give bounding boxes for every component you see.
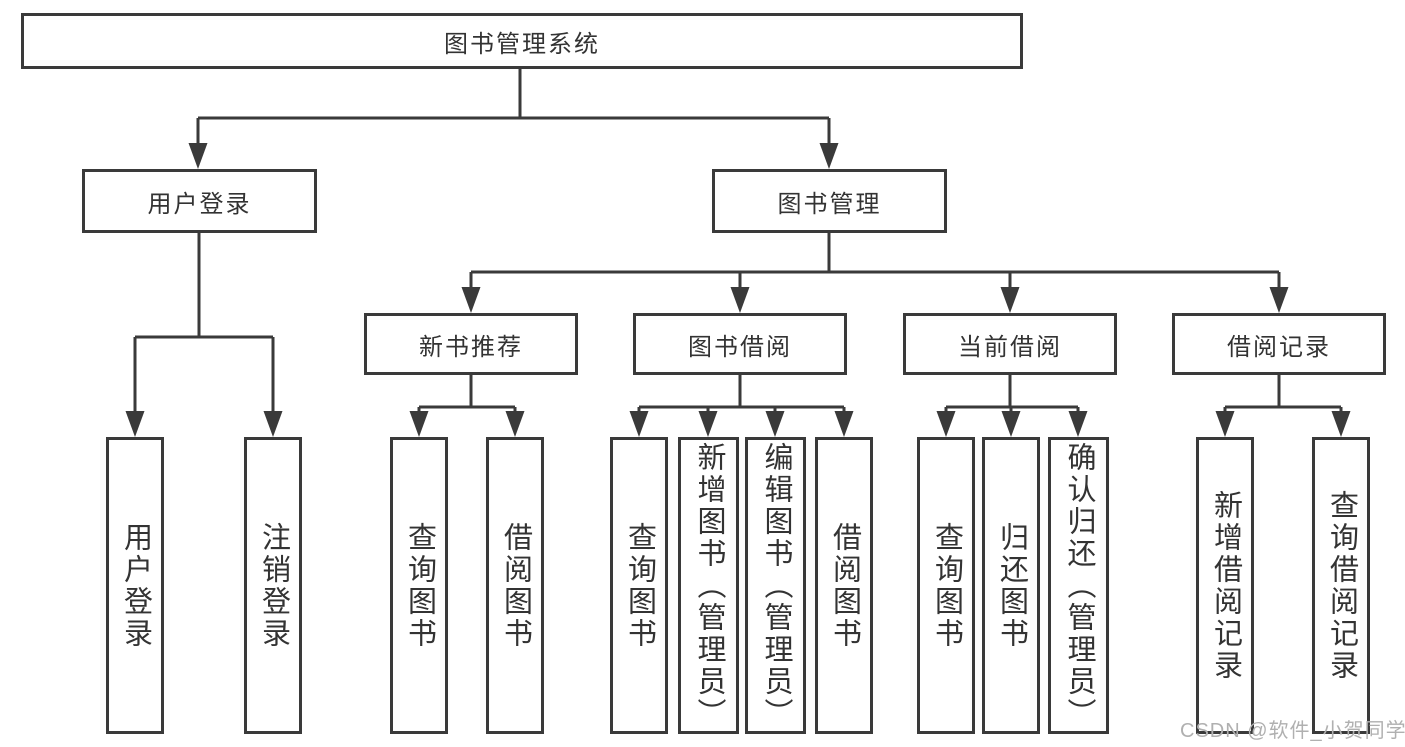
arrowhead-icon <box>125 411 145 437</box>
node-label: 借阅图书 <box>828 521 861 650</box>
node-leaf-query-books-current: 查询图书 <box>917 437 975 734</box>
node-label: 查询图书 <box>623 521 656 650</box>
arrowhead-icon <box>834 411 854 437</box>
node-label: 用户登录 <box>119 521 152 650</box>
arrowhead-icon <box>461 287 481 313</box>
node-user-login-branch: 用户登录 <box>82 169 317 233</box>
node-label: 新增图书（管理员） <box>693 441 725 730</box>
node-group-current-borrow: 当前借阅 <box>903 313 1117 375</box>
node-label: 查询图书 <box>403 521 436 650</box>
node-label: 编辑图书（管理员） <box>760 441 792 730</box>
node-leaf-query-books-borrow: 查询图书 <box>610 437 668 734</box>
arrowhead-icon <box>936 411 956 437</box>
arrowhead-icon <box>1269 287 1289 313</box>
node-leaf-return-book: 归还图书 <box>982 437 1040 734</box>
node-label: 图书借阅 <box>688 333 792 361</box>
node-label: 注销登录 <box>257 521 290 650</box>
node-label: 当前借阅 <box>958 333 1062 361</box>
node-leaf-add-book-admin: 新增图书（管理员） <box>678 437 739 734</box>
node-label: 归还图书 <box>995 521 1028 650</box>
node-label: 借阅图书 <box>499 521 532 650</box>
node-leaf-borrow-books-borrow: 借阅图书 <box>815 437 873 734</box>
node-leaf-borrow-books-recommend: 借阅图书 <box>486 437 544 734</box>
node-label: 借阅记录 <box>1227 333 1331 361</box>
arrowhead-icon <box>765 411 785 437</box>
node-group-new-book-recommend: 新书推荐 <box>364 313 578 375</box>
arrowhead-icon <box>263 411 283 437</box>
node-leaf-query-borrow-record: 查询借阅记录 <box>1312 437 1370 734</box>
arrowhead-icon <box>698 411 718 437</box>
node-book-management-branch: 图书管理 <box>712 169 947 233</box>
node-leaf-edit-book-admin: 编辑图书（管理员） <box>745 437 806 734</box>
node-leaf-query-books-recommend: 查询图书 <box>390 437 448 734</box>
watermark: CSDN @软件_小贺同学 <box>1180 720 1405 742</box>
arrowhead-icon <box>629 411 649 437</box>
arrowhead-icon <box>730 287 750 313</box>
arrowhead-icon <box>505 411 525 437</box>
node-label: 新增借阅记录 <box>1209 489 1242 682</box>
node-leaf-confirm-return-admin: 确认归还（管理员） <box>1048 437 1109 734</box>
arrowhead-icon <box>1215 411 1235 437</box>
node-group-book-borrow: 图书借阅 <box>633 313 847 375</box>
node-leaf-add-borrow-record: 新增借阅记录 <box>1196 437 1254 734</box>
node-label: 查询借阅记录 <box>1325 489 1358 682</box>
node-label: 图书管理 <box>777 190 882 218</box>
arrowhead-icon <box>1001 411 1021 437</box>
node-label: 确认归还（管理员） <box>1063 441 1095 730</box>
node-leaf-logout: 注销登录 <box>244 437 302 734</box>
node-system-root: 图书管理系统 <box>21 13 1023 69</box>
node-label: 新书推荐 <box>419 333 523 361</box>
arrowhead-icon <box>188 143 208 169</box>
arrowhead-icons <box>125 143 1351 437</box>
node-label: 查询图书 <box>930 521 963 650</box>
arrowhead-icon <box>1000 287 1020 313</box>
node-label: 图书管理系统 <box>444 30 600 58</box>
node-group-borrow-records: 借阅记录 <box>1172 313 1386 375</box>
arrowhead-icon <box>409 411 429 437</box>
arrowhead-icon <box>1331 411 1351 437</box>
node-leaf-user-login: 用户登录 <box>106 437 164 734</box>
arrowhead-icon <box>1068 411 1088 437</box>
arrowhead-icon <box>819 143 839 169</box>
node-label: 用户登录 <box>147 190 252 218</box>
